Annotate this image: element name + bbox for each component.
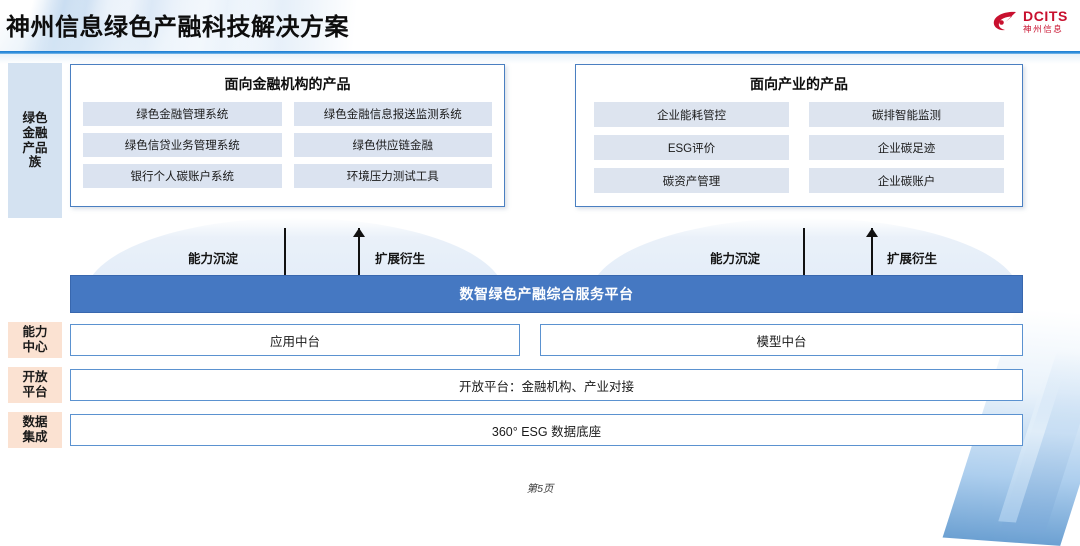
page-number: 第5页 — [526, 483, 554, 495]
platform-bar[interactable]: 数智绿色产融综合服务平台 — [70, 275, 1023, 313]
product-item[interactable]: ESG评价 — [594, 135, 789, 160]
product-item[interactable]: 碳排智能监测 — [809, 102, 1004, 127]
flow-label-capability-precipitation: 能力沉淀 — [710, 252, 761, 266]
header-divider-glow — [0, 54, 1080, 64]
sidebar-item-open-platform[interactable]: 开放平台 — [8, 367, 62, 403]
product-item[interactable]: 碳资产管理 — [594, 168, 789, 193]
flow-label-capability-precipitation: 能力沉淀 — [188, 252, 239, 266]
layer-box-data-foundation[interactable]: 360° ESG 数据底座 — [70, 414, 1023, 446]
layer-box-label: 应用中台 — [269, 334, 320, 349]
product-item[interactable]: 环境压力测试工具 — [293, 164, 492, 188]
layer-box-label: 模型中台 — [756, 334, 807, 349]
panel-title: 面向金融机构的产品 — [224, 76, 351, 92]
layer-box-open-platform[interactable]: 开放平台：金融机构、产业对接 — [70, 369, 1023, 401]
sidebar-label-text: 绿色金融产品族 — [22, 111, 48, 170]
slide-body: 绿色金融产品族 能力中心 开放平台 数据集成 面向金融机构的产品 绿色金融管理系… — [0, 53, 1080, 546]
product-item[interactable]: 绿色金融信息报送监测系统 — [293, 102, 492, 126]
panel-financial-products: 面向金融机构的产品 绿色金融管理系统 绿色金融信息报送监测系统 绿色信贷业务管理… — [70, 64, 505, 207]
page-title: 神州信息绿色产融科技解决方案 — [6, 14, 349, 41]
layer-box-label: 开放平台：金融机构、产业对接 — [458, 379, 634, 394]
header-divider-line — [0, 51, 1080, 54]
sidebar-item-data-integration[interactable]: 数据集成 — [8, 412, 62, 448]
page-header: 神州信息绿色产融科技解决方案 — [0, 0, 1080, 53]
sidebar-item-ability-center[interactable]: 能力中心 — [8, 322, 62, 358]
company-logo: DCITS 神州信息 — [992, 9, 1068, 34]
arrow-up-icon — [865, 228, 879, 284]
logo-wordmark: DCITS 神州信息 — [1023, 9, 1068, 34]
product-item[interactable]: 企业碳足迹 — [809, 135, 1004, 160]
logo-name: DCITS — [1023, 8, 1068, 24]
panel-product-grid: 绿色金融管理系统 绿色金融信息报送监测系统 绿色信贷业务管理系统 绿色供应链金融… — [71, 102, 504, 188]
product-item[interactable]: 绿色金融管理系统 — [83, 102, 282, 126]
product-item[interactable]: 企业能耗管控 — [594, 102, 789, 127]
layer-box-application-middle-platform[interactable]: 应用中台 — [70, 324, 520, 356]
panel-product-grid: 企业能耗管控 碳排智能监测 ESG评价 企业碳足迹 碳资产管理 企业碳账户 — [576, 102, 1022, 193]
dcits-swirl-icon — [992, 10, 1018, 32]
platform-label: 数智绿色产融综合服务平台 — [459, 286, 634, 302]
product-item[interactable]: 企业碳账户 — [809, 168, 1004, 193]
product-item[interactable]: 绿色供应链金融 — [293, 133, 492, 157]
logo-subtitle: 神州信息 — [1023, 24, 1064, 34]
product-item[interactable]: 绿色信贷业务管理系统 — [83, 133, 282, 157]
sidebar-label-text: 数据集成 — [22, 415, 48, 444]
layer-box-label: 360° ESG 数据底座 — [491, 424, 602, 439]
sidebar-label-text: 能力中心 — [22, 325, 48, 354]
panel-title: 面向产业的产品 — [750, 76, 848, 92]
flow-label-expansion-derivation: 扩展衍生 — [375, 252, 426, 266]
product-item[interactable]: 银行个人碳账户系统 — [83, 164, 282, 188]
layer-box-model-middle-platform[interactable]: 模型中台 — [540, 324, 1023, 356]
flow-label-expansion-derivation: 扩展衍生 — [887, 252, 938, 266]
sidebar-label-text: 开放平台 — [22, 370, 48, 399]
arrow-up-icon — [352, 228, 366, 284]
sidebar-item-green-finance-products[interactable]: 绿色金融产品族 — [8, 63, 62, 218]
panel-industry-products: 面向产业的产品 企业能耗管控 碳排智能监测 ESG评价 企业碳足迹 碳资产管理 … — [575, 64, 1023, 207]
